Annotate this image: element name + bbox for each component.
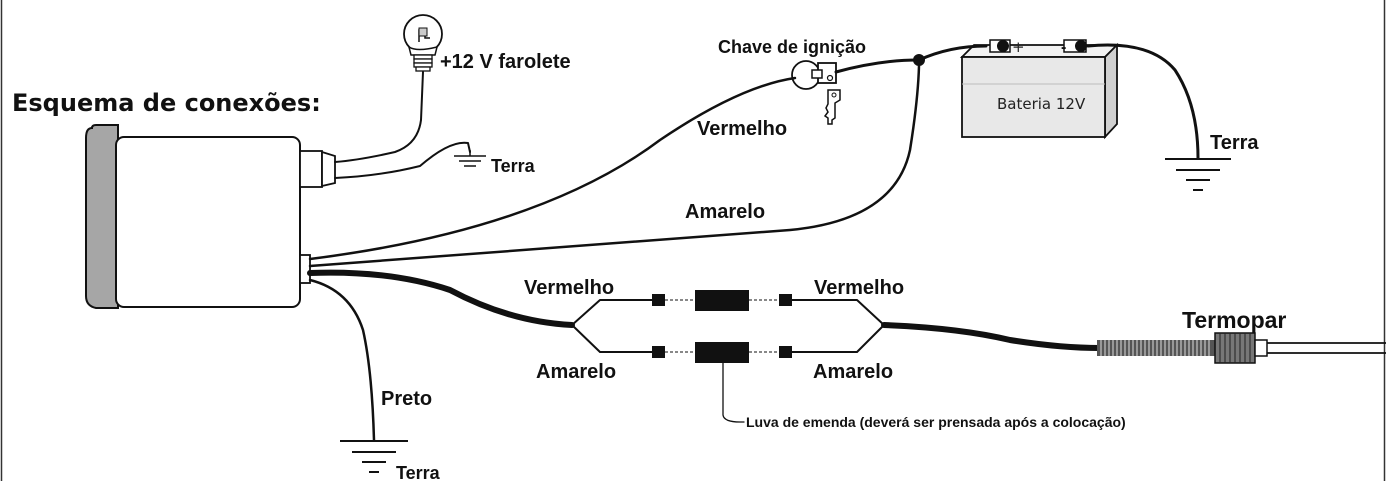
red-right-label: Vermelho — [814, 277, 904, 299]
ground-lamp-label: Terra — [491, 156, 536, 176]
wire-junction — [913, 54, 925, 66]
thermocouple-probe — [1097, 332, 1386, 364]
lamp-icon — [403, 14, 443, 72]
splice-note: Luva de emenda (deverá ser prensada após… — [746, 414, 1126, 430]
ground-black-label: Terra — [396, 463, 441, 481]
ground-icon — [454, 150, 486, 167]
battery-negative-wire — [1086, 43, 1200, 160]
ground-icon — [1165, 158, 1231, 191]
battery-plus-sign: + — [1012, 38, 1025, 56]
yellow-upper-label: Amarelo — [685, 201, 765, 223]
gauge — [85, 124, 336, 309]
yellow-wire-upper — [308, 64, 921, 268]
lamp-socket-nose — [321, 150, 336, 188]
splice-leader — [722, 362, 745, 423]
black-wire — [308, 278, 376, 442]
gauge-bezel — [85, 124, 119, 309]
thermocouple-label: Termopar — [1182, 307, 1286, 333]
battery-minus-sign: - — [1061, 39, 1066, 56]
ignition-wire — [834, 58, 920, 74]
ground-icon — [340, 440, 408, 473]
red-wire-upper — [308, 76, 797, 261]
red-split-right — [791, 299, 885, 326]
lamp-wire — [334, 71, 424, 163]
yellow-split-left — [571, 324, 653, 353]
ground-battery-label: Terra — [1210, 132, 1259, 154]
lamp-label: +12 V farolete — [440, 51, 571, 73]
red-upper-label: Vermelho — [697, 118, 787, 140]
yellow-right-label: Amarelo — [813, 361, 893, 383]
yellow-left-label: Amarelo — [536, 361, 616, 383]
lamp-socket — [299, 150, 323, 188]
splice-red — [652, 290, 792, 311]
ignition-label: Chave de ignição — [718, 37, 866, 57]
thermocouple-cable — [307, 269, 575, 328]
red-left-label: Vermelho — [524, 277, 614, 299]
ignition-key-icon — [791, 60, 841, 125]
lamp-ground-wire — [334, 141, 471, 179]
yellow-split-right — [791, 324, 885, 353]
thermocouple-cable-right — [881, 322, 1103, 351]
battery-icon — [959, 39, 1120, 140]
diagram-title: Esquema de conexões: — [12, 89, 321, 117]
red-split-left — [571, 299, 653, 326]
gauge-housing — [115, 136, 301, 308]
battery-positive-wire — [917, 44, 988, 62]
wire-connector — [299, 254, 311, 284]
battery-label: Bateria 12V — [997, 95, 1086, 113]
splice-yellow — [652, 342, 792, 363]
black-label: Preto — [381, 388, 432, 410]
